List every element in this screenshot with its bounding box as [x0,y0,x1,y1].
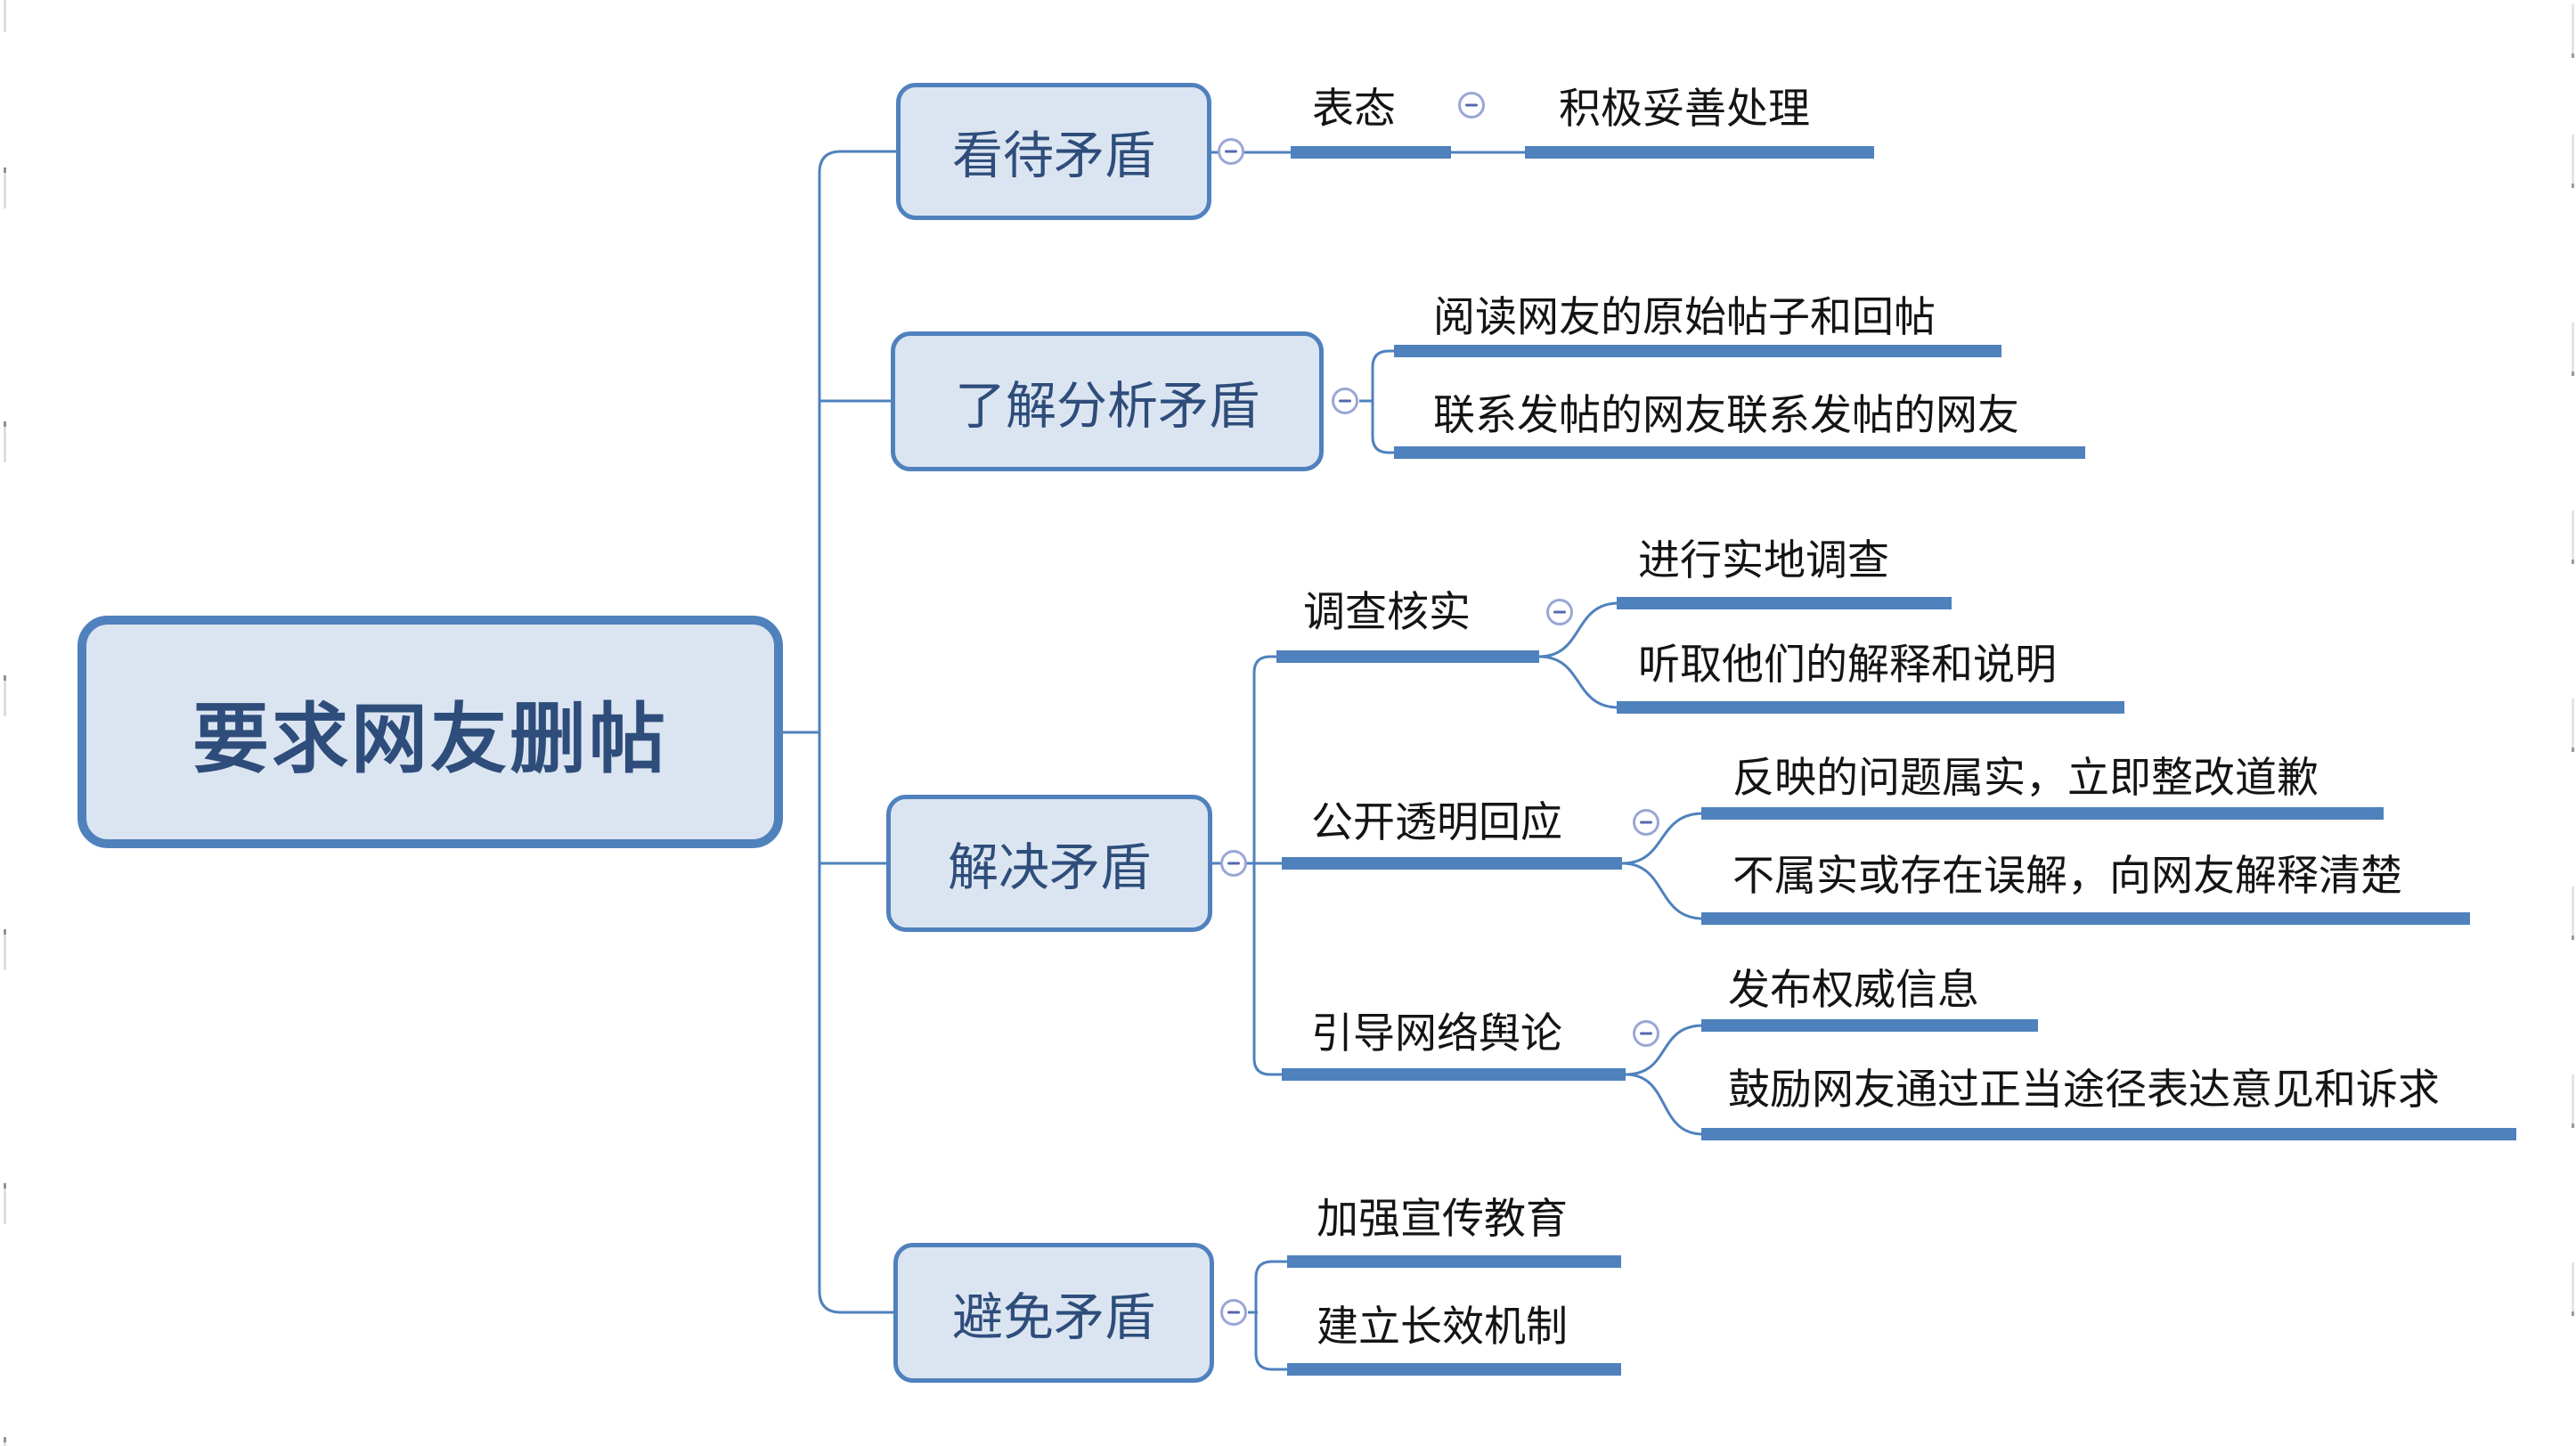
branch-resolve-conflict[interactable]: 解决矛盾 [886,795,1212,932]
root-topic[interactable]: 要求网友删帖 [77,616,783,848]
topic-strengthen-education[interactable]: 加强宣传教育 [1317,1195,1568,1242]
topic-handle-properly[interactable]: 积极妥善处理 [1559,85,1810,132]
root-topic-label: 要求网友删帖 [192,697,668,782]
topic-issue-true-rectify-apologize[interactable]: 反映的问题属实，立即整改道歉 [1732,754,2319,801]
topic-field-investigation[interactable]: 进行实地调查 [1638,536,1889,584]
topic-investigate-verify[interactable]: 调查核实 [1303,588,1471,635]
topic-express-stance[interactable]: 表态 [1312,85,1396,132]
collapse-icon[interactable] [1633,1020,1659,1047]
branch-understand-analyze-conflict[interactable]: 了解分析矛盾 [891,331,1324,471]
collapse-icon[interactable] [1332,388,1358,414]
collapse-icon[interactable] [1220,850,1247,877]
branch-understand-analyze-conflict-label: 了解分析矛盾 [955,377,1259,435]
collapse-icon[interactable] [1633,809,1659,836]
topic-encourage-legitimate-channels[interactable]: 鼓励网友通过正当途径表达意见和诉求 [1728,1066,2440,1113]
topic-issue-false-explain[interactable]: 不属实或存在误解，向网友解释清楚 [1732,852,2402,899]
topic-listen-explanations[interactable]: 听取他们的解释和说明 [1638,641,2057,688]
collapse-icon[interactable] [1546,599,1573,625]
branch-avoid-conflict[interactable]: 避免矛盾 [893,1243,1214,1383]
branch-avoid-conflict-label: 避免矛盾 [952,1288,1155,1346]
topic-publish-authoritative-info[interactable]: 发布权威信息 [1728,966,1979,1013]
collapse-icon[interactable] [1220,1299,1247,1326]
topic-contact-poster[interactable]: 联系发帖的网友联系发帖的网友 [1433,391,2019,438]
branch-resolve-conflict-label: 解决矛盾 [948,839,1151,896]
topic-long-term-mechanism[interactable]: 建立长效机制 [1317,1303,1568,1350]
branch-view-conflict[interactable]: 看待矛盾 [896,83,1211,220]
topic-read-original-posts[interactable]: 阅读网友的原始帖子和回帖 [1433,293,1936,340]
topic-guide-public-opinion[interactable]: 引导网络舆论 [1311,1009,1562,1057]
topic-transparent-response[interactable]: 公开透明回应 [1311,798,1562,846]
branch-view-conflict-label: 看待矛盾 [952,127,1155,184]
topic-underline-bars [1276,146,2516,1376]
collapse-icon[interactable] [1458,92,1485,118]
collapse-icon[interactable] [1218,138,1244,165]
